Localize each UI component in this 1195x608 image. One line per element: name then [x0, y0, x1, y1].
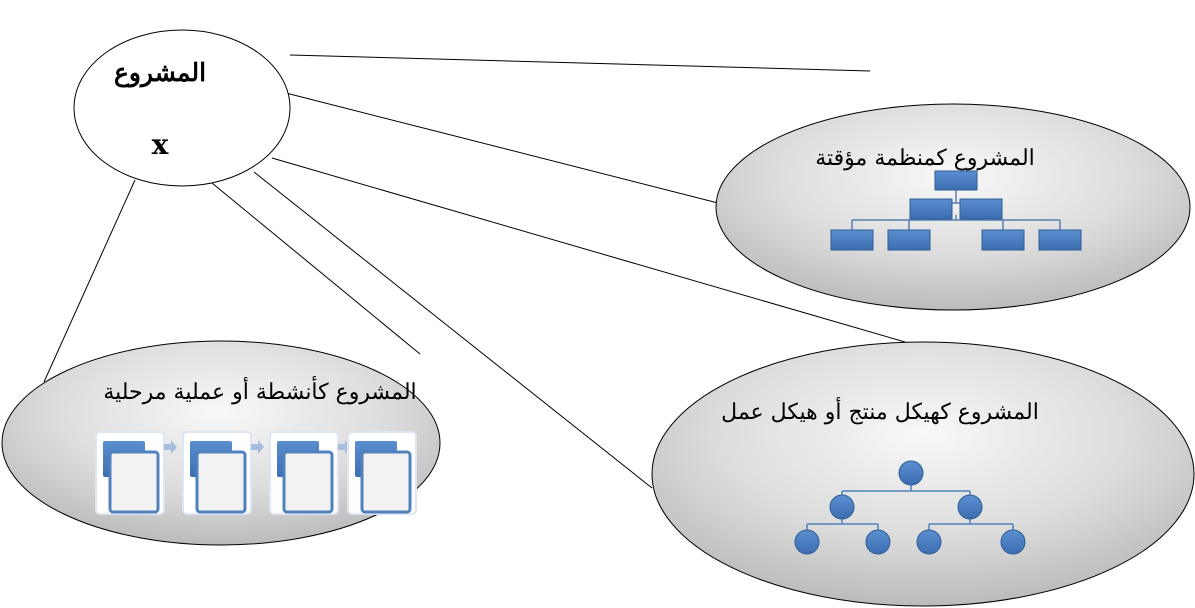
org-box-top	[934, 170, 978, 191]
process-steps-icon	[95, 431, 417, 515]
org-chart-icon	[830, 170, 1082, 251]
process-step-1	[95, 431, 165, 515]
org-box-bottom-2	[887, 229, 931, 251]
process-step-2	[182, 431, 252, 515]
org-box-mid-left	[909, 198, 953, 220]
org-box-bottom-1	[830, 229, 874, 251]
tree-node-right	[957, 494, 983, 520]
activities-process-label: المشروع كأنشطة أو عملية مرحلية	[103, 380, 417, 405]
center-circle	[73, 29, 291, 187]
tree-node-leaf-2	[865, 529, 891, 555]
tree-node-root	[898, 460, 924, 486]
tree-node-leaf-3	[916, 529, 942, 555]
hierarchy-tree-icon	[794, 460, 1026, 555]
process-step-3	[269, 431, 339, 515]
connector-to-activities-right	[211, 182, 421, 355]
connector-to-organization-bottom	[281, 91, 719, 204]
process-arrow-1	[164, 440, 177, 454]
connector-to-activities-left	[43, 179, 136, 383]
tree-node-left	[829, 494, 855, 520]
org-box-mid-right	[959, 198, 1003, 220]
center-title: المشروع	[113, 58, 207, 87]
connector-lines	[43, 54, 906, 489]
organization-ellipse	[715, 103, 1191, 311]
product-work-structure-label: المشروع كهيكل منتج أو هيكل عمل	[721, 400, 1039, 425]
connector-to-organization-top	[289, 54, 871, 72]
tree-node-leaf-4	[1000, 529, 1026, 555]
process-arrow-2	[251, 440, 264, 454]
process-step-4	[347, 431, 417, 515]
temporary-organization-label: المشروع كمنظمة مؤقتة	[815, 146, 1035, 171]
org-box-bottom-3	[981, 229, 1025, 251]
connector-to-wbs-bottom	[253, 171, 653, 489]
center-subtitle: x	[151, 128, 169, 161]
connector-to-wbs-top	[271, 157, 906, 343]
org-box-bottom-4	[1038, 229, 1082, 251]
tree-node-leaf-1	[794, 529, 820, 555]
